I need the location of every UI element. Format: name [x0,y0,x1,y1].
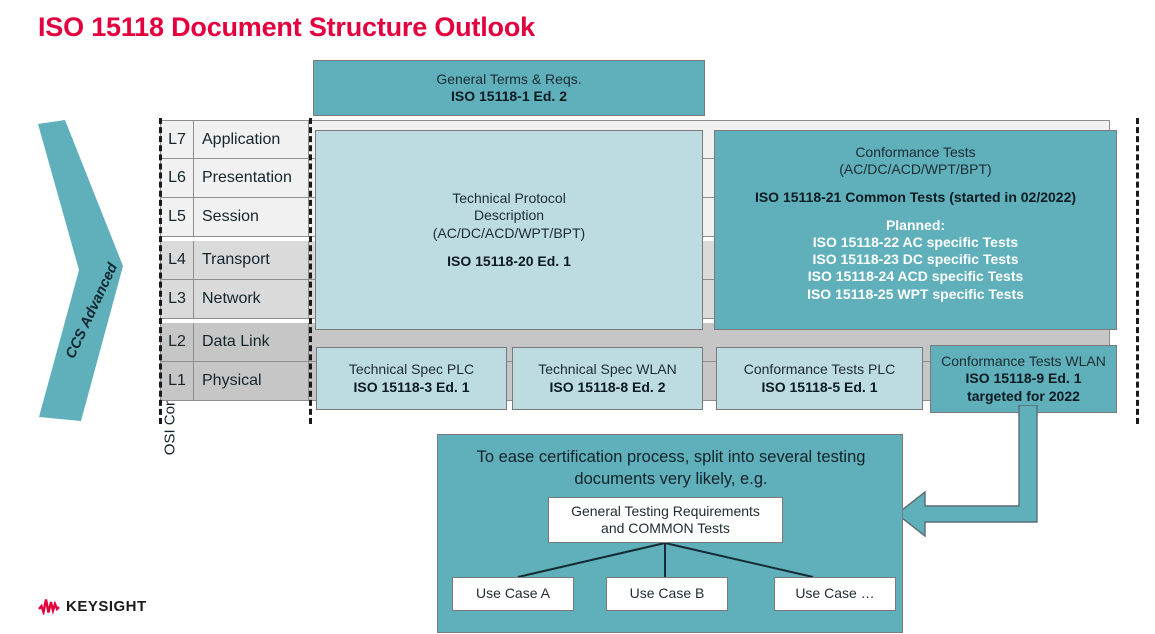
spec-standard: ISO 15118-3 Ed. 1 [353,378,470,395]
layer-id: L1 [161,362,194,400]
layer-name: Data Link [194,323,309,361]
layer-id: L4 [161,241,194,279]
technical-spec-wlan-box[interactable]: Technical Spec WLAN ISO 15118-8 Ed. 2 [512,347,703,410]
layer-name: Session [194,198,309,236]
scope-dashed-line-right [1136,118,1139,424]
technical-spec-plc-box[interactable]: Technical Spec PLC ISO 15118-3 Ed. 1 [316,347,507,410]
certification-split-text: To ease certification process, split int… [476,448,866,488]
layer-id: L7 [161,121,194,158]
ccs-advanced-chevron: CCS Advanced [35,118,127,423]
root-line1: General Testing Requirements [571,502,760,519]
keysight-wave-icon [38,599,60,615]
spec-title: Conformance Tests WLAN [941,353,1106,370]
keysight-wordmark: KEYSIGHT [66,598,147,615]
certification-split-panel: To ease certification process, split int… [437,434,903,633]
page-title: ISO 15118 Document Structure Outlook [38,12,535,42]
planned-item: ISO 15118-25 WPT specific Tests [807,285,1024,302]
conformance-line2: (AC/DC/ACD/WPT/BPT) [839,161,992,178]
general-testing-requirements-box[interactable]: General Testing Requirements and COMMON … [548,497,783,543]
conformance-tests-plc-box[interactable]: Conformance Tests PLC ISO 15118-5 Ed. 1 [716,347,923,410]
protocol-standard: ISO 15118-20 Ed. 1 [447,252,571,269]
root-line2: and COMMON Tests [601,520,730,536]
layer-id: L6 [161,159,194,197]
technical-protocol-description-box[interactable]: Technical Protocol Description (AC/DC/AC… [315,130,703,330]
planned-item: ISO 15118-22 AC specific Tests [812,234,1019,251]
flow-arrow-wlan-to-bottom [895,405,1038,538]
keysight-logo: KEYSIGHT [38,598,147,615]
spec-standard: ISO 15118-9 Ed. 1 [965,370,1082,387]
general-terms-line2: ISO 15118-1 Ed. 2 [451,88,567,104]
spec-standard: ISO 15118-8 Ed. 2 [549,378,666,395]
spec-standard: ISO 15118-5 Ed. 1 [761,378,878,395]
layer-name: Presentation [194,159,309,197]
conformance-tests-wlan-box[interactable]: Conformance Tests WLAN ISO 15118-9 Ed. 1… [930,345,1117,413]
general-terms-line1: General Terms & Reqs. [436,70,582,87]
spec-target: targeted for 2022 [967,387,1080,404]
planned-item: ISO 15118-24 ACD specific Tests [807,268,1024,285]
use-case-label: Use Case A [476,585,550,602]
layer-name: Transport [194,241,309,279]
use-case-label: Use Case B [629,585,705,602]
scope-dashed-line-mid [309,118,312,424]
layer-name: Physical [194,362,309,400]
protocol-line1: Technical Protocol [452,190,566,207]
protocol-line3: (AC/DC/ACD/WPT/BPT) [432,224,586,241]
planned-item: ISO 15118-23 DC specific Tests [812,251,1019,268]
scope-dashed-line-left [159,118,162,424]
layer-id: L5 [161,198,194,236]
layer-id: L2 [161,323,194,361]
spec-title: Technical Spec WLAN [538,361,677,378]
use-case-other-box[interactable]: Use Case … [774,577,896,611]
general-terms-box[interactable]: General Terms & Reqs. ISO 15118-1 Ed. 2 [313,60,705,116]
tree-connector-lines [517,542,814,578]
layer-id: L3 [161,280,194,318]
layer-name: Network [194,280,309,318]
conformance-common-tests: ISO 15118-21 Common Tests (started in 02… [754,189,1077,206]
use-case-a-box[interactable]: Use Case A [452,577,574,611]
conformance-tests-box[interactable]: Conformance Tests (AC/DC/ACD/WPT/BPT) IS… [714,130,1117,330]
use-case-label: Use Case … [795,585,875,602]
spec-title: Technical Spec PLC [348,361,475,378]
chevron-icon [38,120,123,421]
use-case-b-box[interactable]: Use Case B [606,577,728,611]
protocol-line2: Description [473,207,545,224]
conformance-line1: Conformance Tests [855,144,976,160]
planned-label: Planned: [885,217,946,234]
spec-title: Conformance Tests PLC [743,361,896,378]
layer-name: Application [194,121,309,158]
